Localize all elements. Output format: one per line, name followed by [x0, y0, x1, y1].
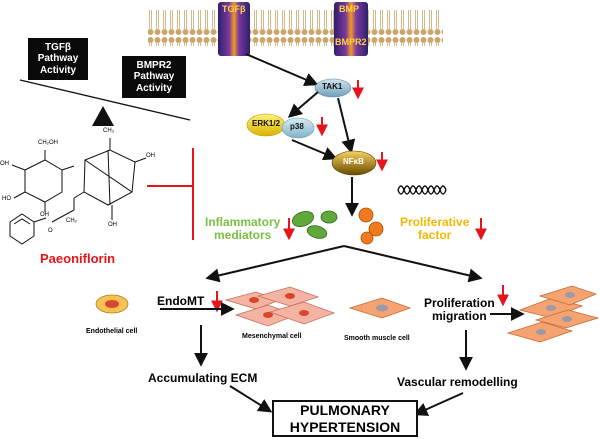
endothelial-cell: [95, 294, 129, 314]
bmpr2-box-line2: Pathway: [133, 71, 175, 83]
p38-node: [281, 117, 315, 139]
bmpr2-label: BMPR2: [335, 37, 367, 47]
proliferative-blobs: [358, 207, 384, 245]
erk-label: ERK1/2: [252, 119, 281, 128]
arrow-ecm-final: [229, 385, 273, 413]
down-arrows: [211, 80, 509, 313]
atom-ho: HO: [2, 196, 11, 202]
paeoniflorin-label: Paeoniflorin: [40, 251, 116, 266]
tgfb-box-line1: TGFβ: [44, 41, 72, 53]
proliferative-line2: factor: [418, 227, 452, 242]
arrow-to-proliferation: [343, 245, 483, 283]
proliferation-line1: Proliferation: [424, 296, 495, 310]
endomt-label: EndoMT: [157, 294, 205, 308]
balance-scale: [19, 79, 191, 126]
tgfb-box-line3: Activity: [39, 64, 77, 76]
inflammatory-line1: Inflammatory: [205, 215, 281, 229]
arrow-tak1-erk: [287, 91, 319, 118]
bmp-label: BMP: [339, 4, 359, 14]
bmpr2-receptor: [334, 2, 368, 56]
inflammatory-label: Inflammatory mediators: [205, 216, 280, 241]
atom-ch3: CH₃: [103, 128, 115, 134]
inflammatory-blobs: [291, 210, 338, 239]
final-line2: HYPERTENSION: [289, 418, 401, 435]
atom-ch2: CH₂: [66, 218, 77, 224]
atom-o-carbonyl: O: [48, 228, 53, 234]
dna-helix: [397, 185, 447, 195]
tgfb-pathway-box: TGFβ Pathway Activity: [28, 38, 88, 80]
inflammatory-line2: mediators: [214, 227, 272, 242]
remodelling-label: Vascular remodelling: [397, 375, 518, 389]
bmpr2-pathway-box: BMPR2 Pathway Activity: [122, 56, 186, 98]
pulmonary-hypertension-box: PULMONARY HYPERTENSION: [272, 400, 418, 437]
proliferation-label: Proliferation migration: [424, 297, 495, 322]
atom-oh3: OH: [146, 153, 155, 159]
atom-oh2: OH: [40, 212, 49, 218]
cell-membrane: [148, 10, 443, 46]
tgfb-receptor: [218, 2, 250, 56]
atom-oh1: OH: [0, 161, 9, 167]
bmpr2-box-line3: Activity: [135, 82, 173, 94]
arrow-remodelling-final: [413, 392, 464, 416]
paeoniflorin-structure: [9, 138, 147, 245]
bmpr2-box-line1: BMPR2: [136, 59, 172, 71]
tak1-label: TAK1: [322, 82, 343, 91]
proliferation-line2: migration: [432, 308, 487, 323]
proliferative-line1: Proliferative: [400, 215, 470, 229]
arrow-erk-nfkb: [291, 139, 338, 161]
ecm-label: Accumulating ECM: [148, 371, 258, 385]
nfkb-label: NFκB: [343, 157, 364, 166]
mesenchymal-cells: [224, 286, 336, 327]
endothelial-label: Endothelial cell: [86, 328, 138, 335]
arrow-tak1-nfkb: [337, 97, 356, 154]
smooth-muscle-cell: [348, 297, 412, 319]
arrow-to-endomt: [205, 245, 345, 283]
mesenchymal-label: Mesenchymal cell: [242, 333, 302, 340]
tak1-node: [314, 78, 352, 98]
arrow-receptor-tak1: [245, 53, 319, 87]
p38-label: p38: [290, 122, 304, 131]
tgfb-label: TGFβ: [222, 4, 246, 14]
proliferative-label: Proliferative factor: [400, 216, 469, 241]
inhibition-symbol: [147, 148, 194, 240]
atom-ch2oh: CH₂OH: [38, 140, 58, 146]
final-line1: PULMONARY: [300, 402, 390, 419]
tgfb-box-line2: Pathway: [37, 53, 79, 65]
atom-oh4: OH: [108, 222, 117, 228]
smooth-muscle-label: Smooth muscle cell: [344, 335, 410, 342]
proliferating-cells: [506, 285, 600, 343]
